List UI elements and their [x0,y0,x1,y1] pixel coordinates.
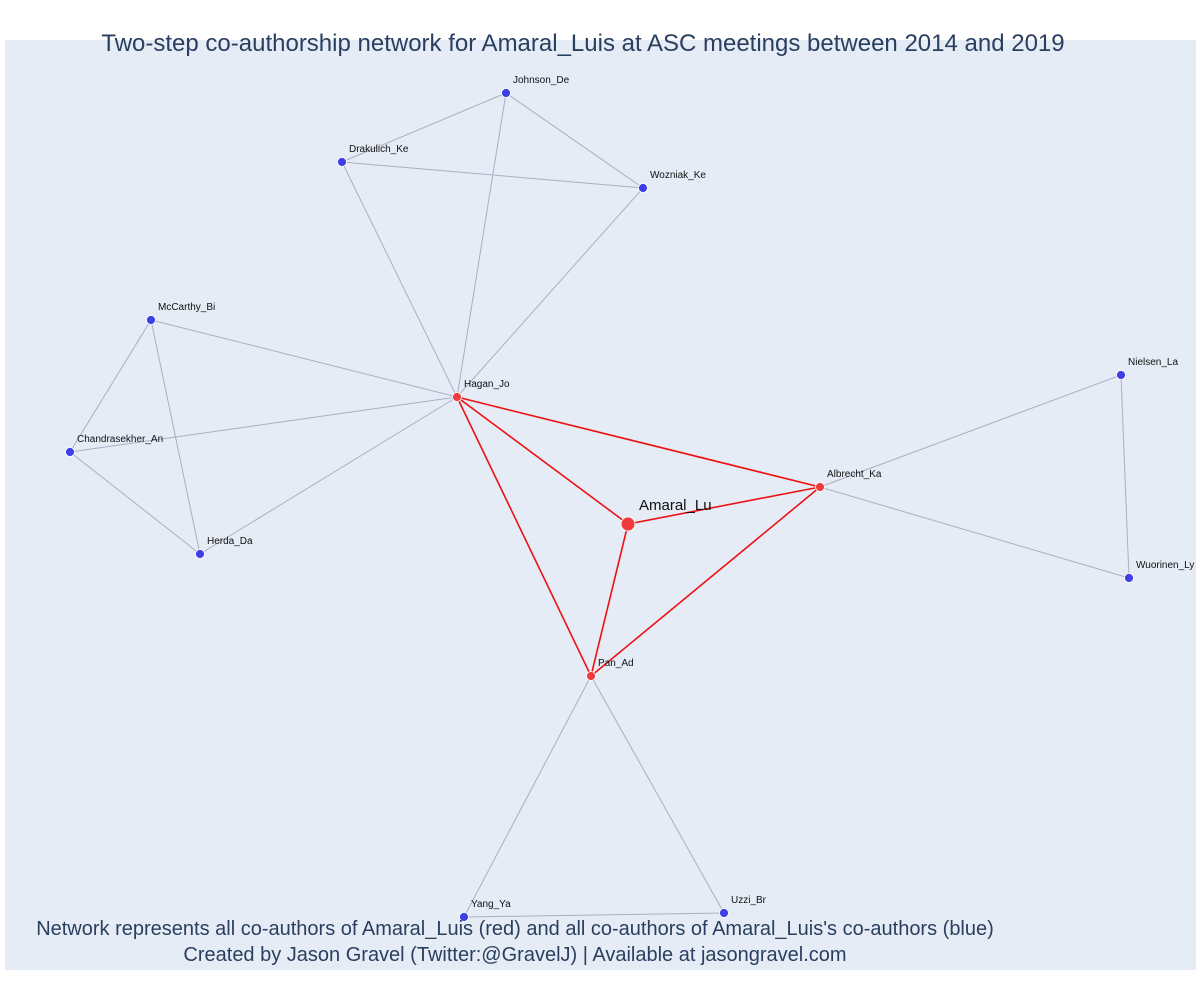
edge-McCarthy_Bi-Chandrasekher_An [69,319,152,453]
edge-Albrecht_Ka-Pan_Ad [590,486,821,677]
footer-caption: Network represents all co-authors of Ama… [36,918,994,940]
node-Johnson_De[interactable] [501,88,511,98]
edge-Hagan_Jo-Albrecht_Ka [456,396,821,488]
edge-Yang_Ya-Uzzi_Br [463,912,725,918]
node-label-Pan_Ad: Pan_Ad [598,658,634,669]
node-label-Johnson_De: Johnson_De [513,75,570,86]
node-Drakulich_Ke[interactable] [337,157,347,167]
node-Pan_Ad[interactable] [586,671,596,681]
node-label-Amaral_Lu: Amaral_Lu [639,497,712,514]
node-Yang_Ya[interactable] [459,912,469,922]
footer-credit: Created by Jason Gravel (Twitter:@Gravel… [183,944,847,966]
edge-Johnson_De-Drakulich_Ke [341,92,507,163]
edge-Amaral_Lu-Pan_Ad [590,523,629,677]
edges-layer [69,92,1130,918]
nodes-layer [65,88,1134,922]
edge-Nielsen_La-Albrecht_Ka [819,374,1122,488]
node-label-Yang_Ya: Yang_Ya [471,899,511,910]
node-label-McCarthy_Bi: McCarthy_Bi [158,302,215,313]
edge-Uzzi_Br-Pan_Ad [590,675,725,914]
edge-Herda_Da-Hagan_Jo [199,396,458,555]
node-Wozniak_Ke[interactable] [638,183,648,193]
node-Hagan_Jo[interactable] [452,392,462,402]
edge-Yang_Ya-Pan_Ad [463,675,592,918]
edge-Drakulich_Ke-Hagan_Jo [341,161,458,398]
node-label-Wuorinen_Ly: Wuorinen_Ly [1136,560,1194,571]
edge-Amaral_Lu-Albrecht_Ka [627,486,821,525]
node-Nielsen_La[interactable] [1116,370,1126,380]
node-label-Uzzi_Br: Uzzi_Br [731,895,767,906]
node-Chandrasekher_An[interactable] [65,447,75,457]
node-Herda_Da[interactable] [195,549,205,559]
node-label-Drakulich_Ke: Drakulich_Ke [349,144,409,155]
node-Wuorinen_Ly[interactable] [1124,573,1134,583]
node-label-Nielsen_La: Nielsen_La [1128,357,1178,368]
node-Amaral_Lu[interactable] [620,516,636,532]
node-Uzzi_Br[interactable] [719,908,729,918]
node-label-Herda_Da: Herda_Da [207,536,253,547]
edge-Amaral_Lu-Hagan_Jo [456,396,629,525]
edge-Wozniak_Ke-Hagan_Jo [456,187,644,398]
edge-Wuorinen_Ly-Albrecht_Ka [819,486,1130,579]
node-Albrecht_Ka[interactable] [815,482,825,492]
edge-Johnson_De-Hagan_Jo [456,92,507,398]
node-label-Albrecht_Ka: Albrecht_Ka [827,469,882,480]
edge-Hagan_Jo-Pan_Ad [456,396,592,677]
edge-Nielsen_La-Wuorinen_Ly [1120,374,1130,579]
edge-Drakulich_Ke-Wozniak_Ke [341,161,644,189]
node-McCarthy_Bi[interactable] [146,315,156,325]
edge-Chandrasekher_An-Hagan_Jo [69,396,458,453]
node-label-Chandrasekher_An: Chandrasekher_An [77,434,163,445]
node-label-Wozniak_Ke: Wozniak_Ke [650,170,706,181]
edge-Johnson_De-Wozniak_Ke [505,92,644,189]
node-label-Hagan_Jo: Hagan_Jo [464,379,510,390]
edge-McCarthy_Bi-Hagan_Jo [150,319,458,398]
chart-title: Two-step co-authorship network for Amara… [101,30,1065,57]
plot-area [5,40,1196,970]
edge-Chandrasekher_An-Herda_Da [69,451,201,555]
